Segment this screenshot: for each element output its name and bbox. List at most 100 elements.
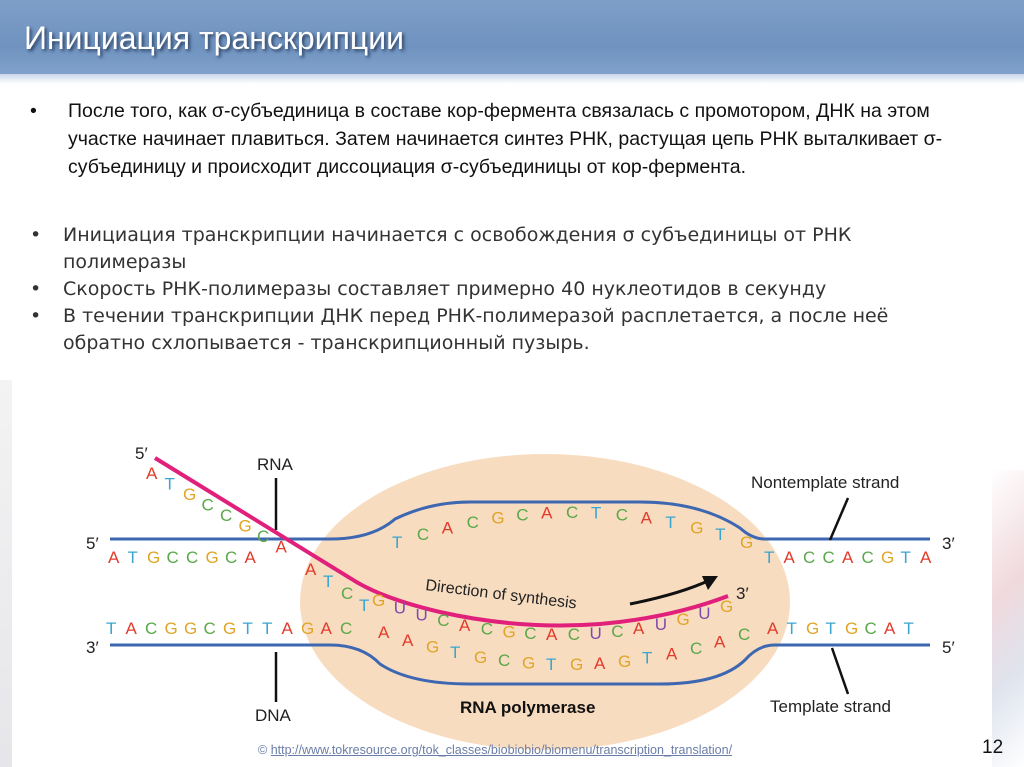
nucleotide-A: A bbox=[402, 631, 414, 650]
nucleotide-G: G bbox=[184, 619, 197, 638]
nucleotide-C: C bbox=[220, 506, 232, 525]
nucleotide-T: T bbox=[826, 619, 836, 638]
nucleotide-U: U bbox=[394, 599, 406, 618]
nucleotide-A: A bbox=[666, 644, 678, 663]
nucleotide-U: U bbox=[655, 615, 667, 634]
nucleotide-G: G bbox=[690, 518, 703, 537]
bullet-marker: • bbox=[30, 100, 37, 122]
nucleotide-T: T bbox=[128, 548, 138, 567]
nucleotide-G: G bbox=[677, 610, 690, 629]
source-link[interactable]: http://www.tokresource.org/tok_classes/b… bbox=[270, 743, 733, 757]
nucleotide-G: G bbox=[491, 509, 504, 528]
arrowhead-icon bbox=[702, 576, 718, 590]
nucleotide-A: A bbox=[245, 548, 257, 567]
decor-left bbox=[0, 380, 12, 767]
bullet-line: Инициация транскрипции начинается с осво… bbox=[63, 224, 852, 246]
nucleotide-A: A bbox=[884, 619, 896, 638]
nucleotide-A: A bbox=[594, 654, 606, 673]
polymerase-label: RNA polymerase bbox=[460, 698, 595, 717]
nucleotide-C: C bbox=[437, 611, 449, 630]
bullet-marker: • bbox=[30, 224, 42, 246]
nucleotide-T: T bbox=[165, 475, 175, 494]
nucleotide-T: T bbox=[642, 649, 652, 668]
title-bar: Инициация транскрипции bbox=[0, 0, 1024, 84]
nucleotide-C: C bbox=[417, 525, 429, 544]
nucleotide-C: C bbox=[516, 505, 528, 524]
nucleotide-A: A bbox=[633, 619, 645, 638]
nucleotide-G: G bbox=[570, 655, 583, 674]
nucleotide-T: T bbox=[262, 619, 272, 638]
nucleotide-G: G bbox=[426, 638, 439, 657]
intro-paragraph: • После того, как σ-субъединица в состав… bbox=[30, 97, 990, 181]
nucleotide-C: C bbox=[498, 651, 510, 670]
nucleotide-C: C bbox=[145, 619, 157, 638]
nucleotide-G: G bbox=[147, 548, 160, 567]
nucleotide-A: A bbox=[842, 548, 854, 567]
rna-3prime-label: 3′ bbox=[736, 584, 749, 603]
nucleotide-U: U bbox=[416, 605, 428, 624]
nucleotide-C: C bbox=[467, 513, 479, 532]
nucleotide-C: C bbox=[481, 620, 493, 639]
nontemplate-label: Nontemplate strand bbox=[751, 473, 899, 492]
nucleotide-G: G bbox=[503, 622, 516, 641]
nucleotide-T: T bbox=[323, 572, 333, 591]
nucleotide-G: G bbox=[522, 654, 535, 673]
nucleotide-G: G bbox=[301, 619, 314, 638]
template-label: Template strand bbox=[770, 697, 891, 716]
nucleotide-C: C bbox=[202, 496, 214, 515]
bottom-3prime-label: 3′ bbox=[86, 638, 99, 657]
top-3prime-label: 3′ bbox=[942, 534, 955, 553]
nucleotide-A: A bbox=[378, 623, 390, 642]
nucleotide-T: T bbox=[764, 548, 774, 567]
nucleotide-C: C bbox=[341, 584, 353, 603]
nontemplate-pointer-line bbox=[828, 497, 850, 541]
bottom-5prime-label: 5′ bbox=[942, 638, 955, 657]
nucleotide-C: C bbox=[862, 548, 874, 567]
nucleotide-A: A bbox=[920, 548, 932, 567]
bullet-line: Скорость РНК-полимеразы составляет приме… bbox=[63, 278, 827, 300]
dna-label: DNA bbox=[255, 706, 292, 725]
nucleotide-A: A bbox=[714, 633, 726, 652]
slide-title: Инициация транскрипции bbox=[24, 20, 404, 56]
rna-polymerase-blob bbox=[300, 454, 790, 750]
nucleotide-G: G bbox=[806, 619, 819, 638]
nucleotide-A: A bbox=[282, 619, 294, 638]
nucleotide-T: T bbox=[904, 619, 914, 638]
nucleotide-A: A bbox=[276, 538, 288, 557]
nucleotide-C: C bbox=[225, 548, 237, 567]
bullet-line: полимеразы bbox=[63, 251, 187, 273]
nucleotide-T: T bbox=[359, 596, 369, 615]
intro-text: После того, как σ-субъединица в составе … bbox=[68, 100, 943, 178]
nucleotide-C: C bbox=[524, 624, 536, 643]
nucleotide-G: G bbox=[474, 648, 487, 667]
nucleotide-G: G bbox=[165, 619, 178, 638]
nucleotide-G: G bbox=[740, 533, 753, 552]
nucleotide-C: C bbox=[568, 625, 580, 644]
nucleotide-T: T bbox=[901, 548, 911, 567]
nucleotide-T: T bbox=[546, 655, 556, 674]
nucleotide-C: C bbox=[690, 639, 702, 658]
nucleotide-T: T bbox=[392, 533, 402, 552]
nucleotide-C: C bbox=[566, 503, 578, 522]
nucleotide-G: G bbox=[618, 652, 631, 671]
decor-right bbox=[992, 470, 1024, 767]
bullet-line: обратно схлопывается - транскрипционный … bbox=[63, 332, 590, 354]
nucleotide-C: C bbox=[865, 619, 877, 638]
nucleotide-T: T bbox=[715, 525, 725, 544]
template-strand bbox=[110, 643, 930, 686]
page-number: 12 bbox=[982, 737, 1004, 758]
bullet-line: В течении транскрипции ДНК перед РНК-пол… bbox=[63, 305, 889, 327]
nucleotide-A: A bbox=[546, 625, 558, 644]
bullet-marker: • bbox=[30, 305, 42, 327]
nucleotide-G: G bbox=[720, 597, 733, 616]
nucleotide-C: C bbox=[738, 625, 750, 644]
nucleotide-G: G bbox=[239, 517, 252, 536]
nucleotide-T: T bbox=[787, 619, 797, 638]
nucleotide-C: C bbox=[186, 548, 198, 567]
